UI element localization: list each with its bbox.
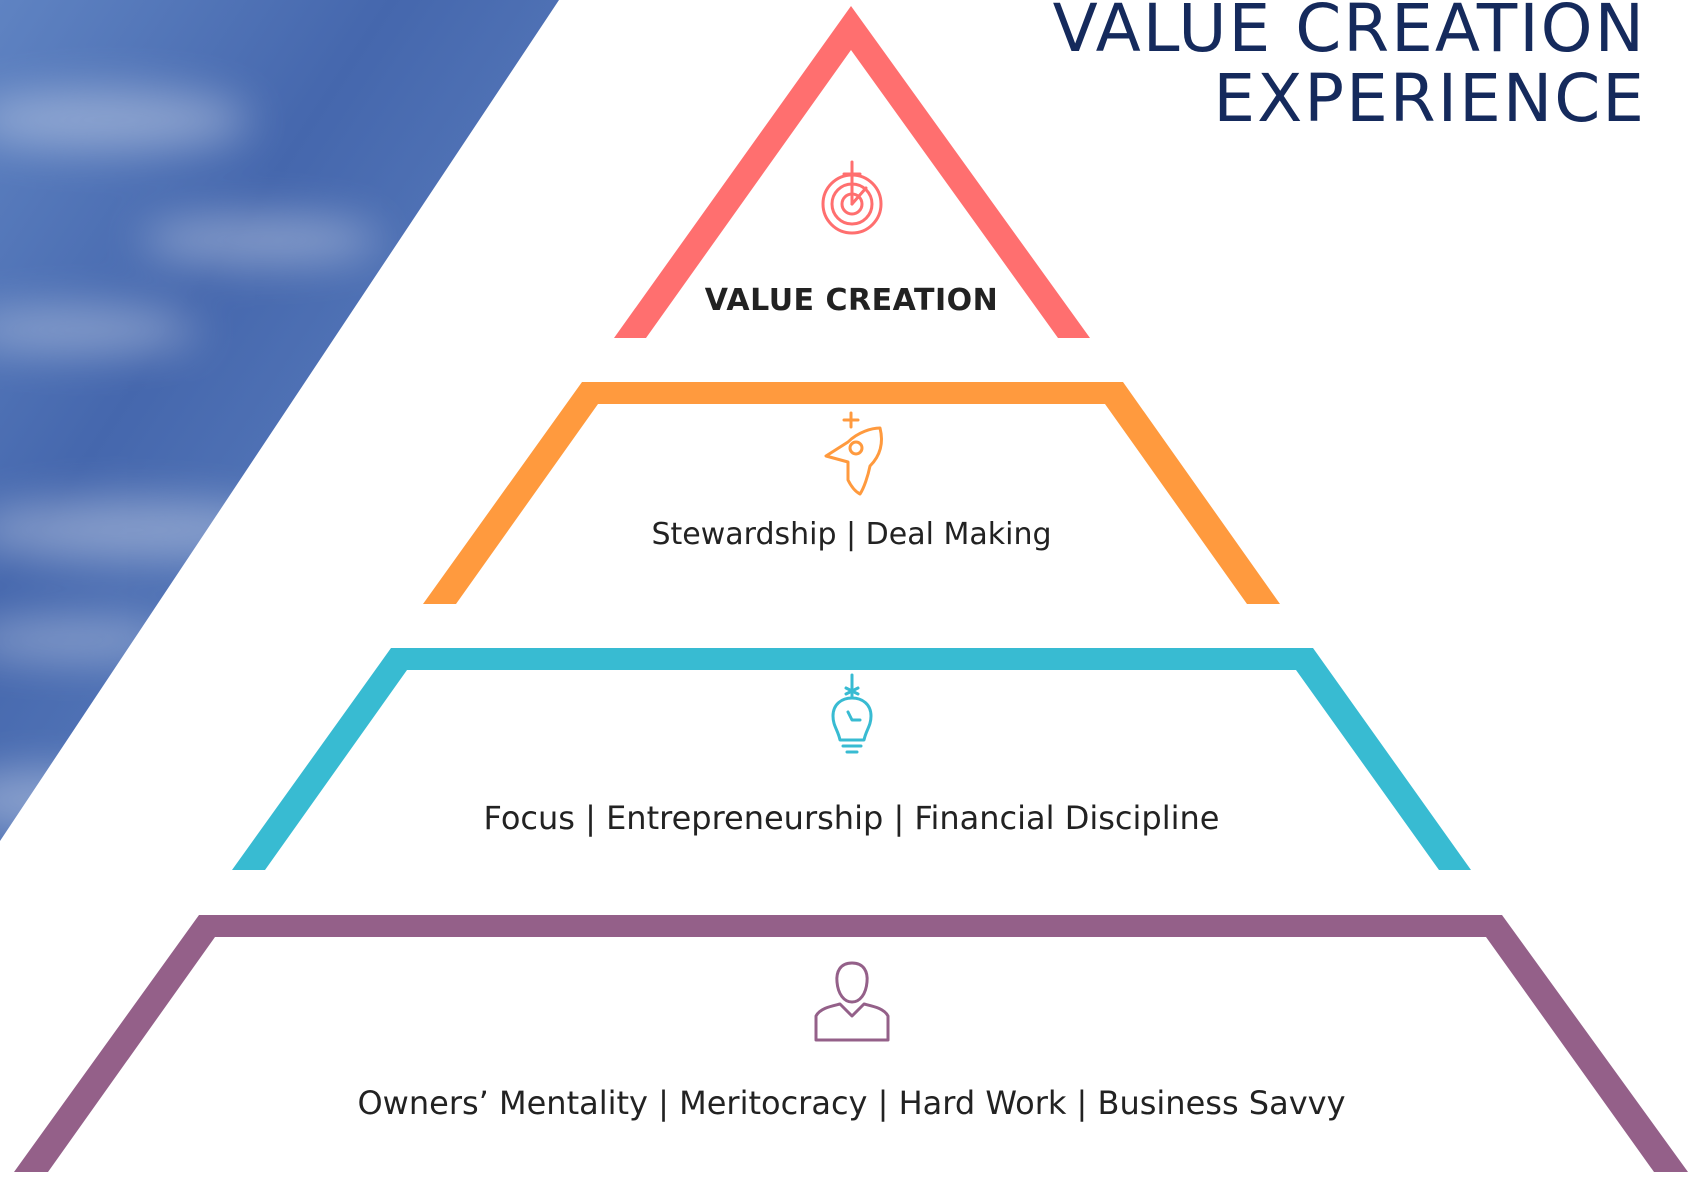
target-icon [821, 160, 883, 235]
title-line-1: VALUE CREATION [1052, 0, 1646, 67]
tier-3-label: Focus | Entrepreneurship | Financial Dis… [483, 799, 1220, 837]
tier-2-label: Stewardship | Deal Making [651, 517, 1052, 552]
sky-background [0, 0, 559, 841]
tier-4-label: Owners’ Mentality | Meritocracy | Hard W… [357, 1084, 1346, 1122]
tier-1-label: VALUE CREATION [704, 283, 999, 318]
rocket-icon [824, 411, 884, 496]
page-title: VALUE CREATION EXPERIENCE [1053, 0, 1646, 134]
person-icon [814, 961, 890, 1042]
title-line-2: EXPERIENCE [1213, 60, 1646, 137]
tier-1-outline [614, 6, 1090, 338]
tier-4-outline [14, 915, 1688, 1172]
lightbulb-icon [831, 673, 873, 754]
